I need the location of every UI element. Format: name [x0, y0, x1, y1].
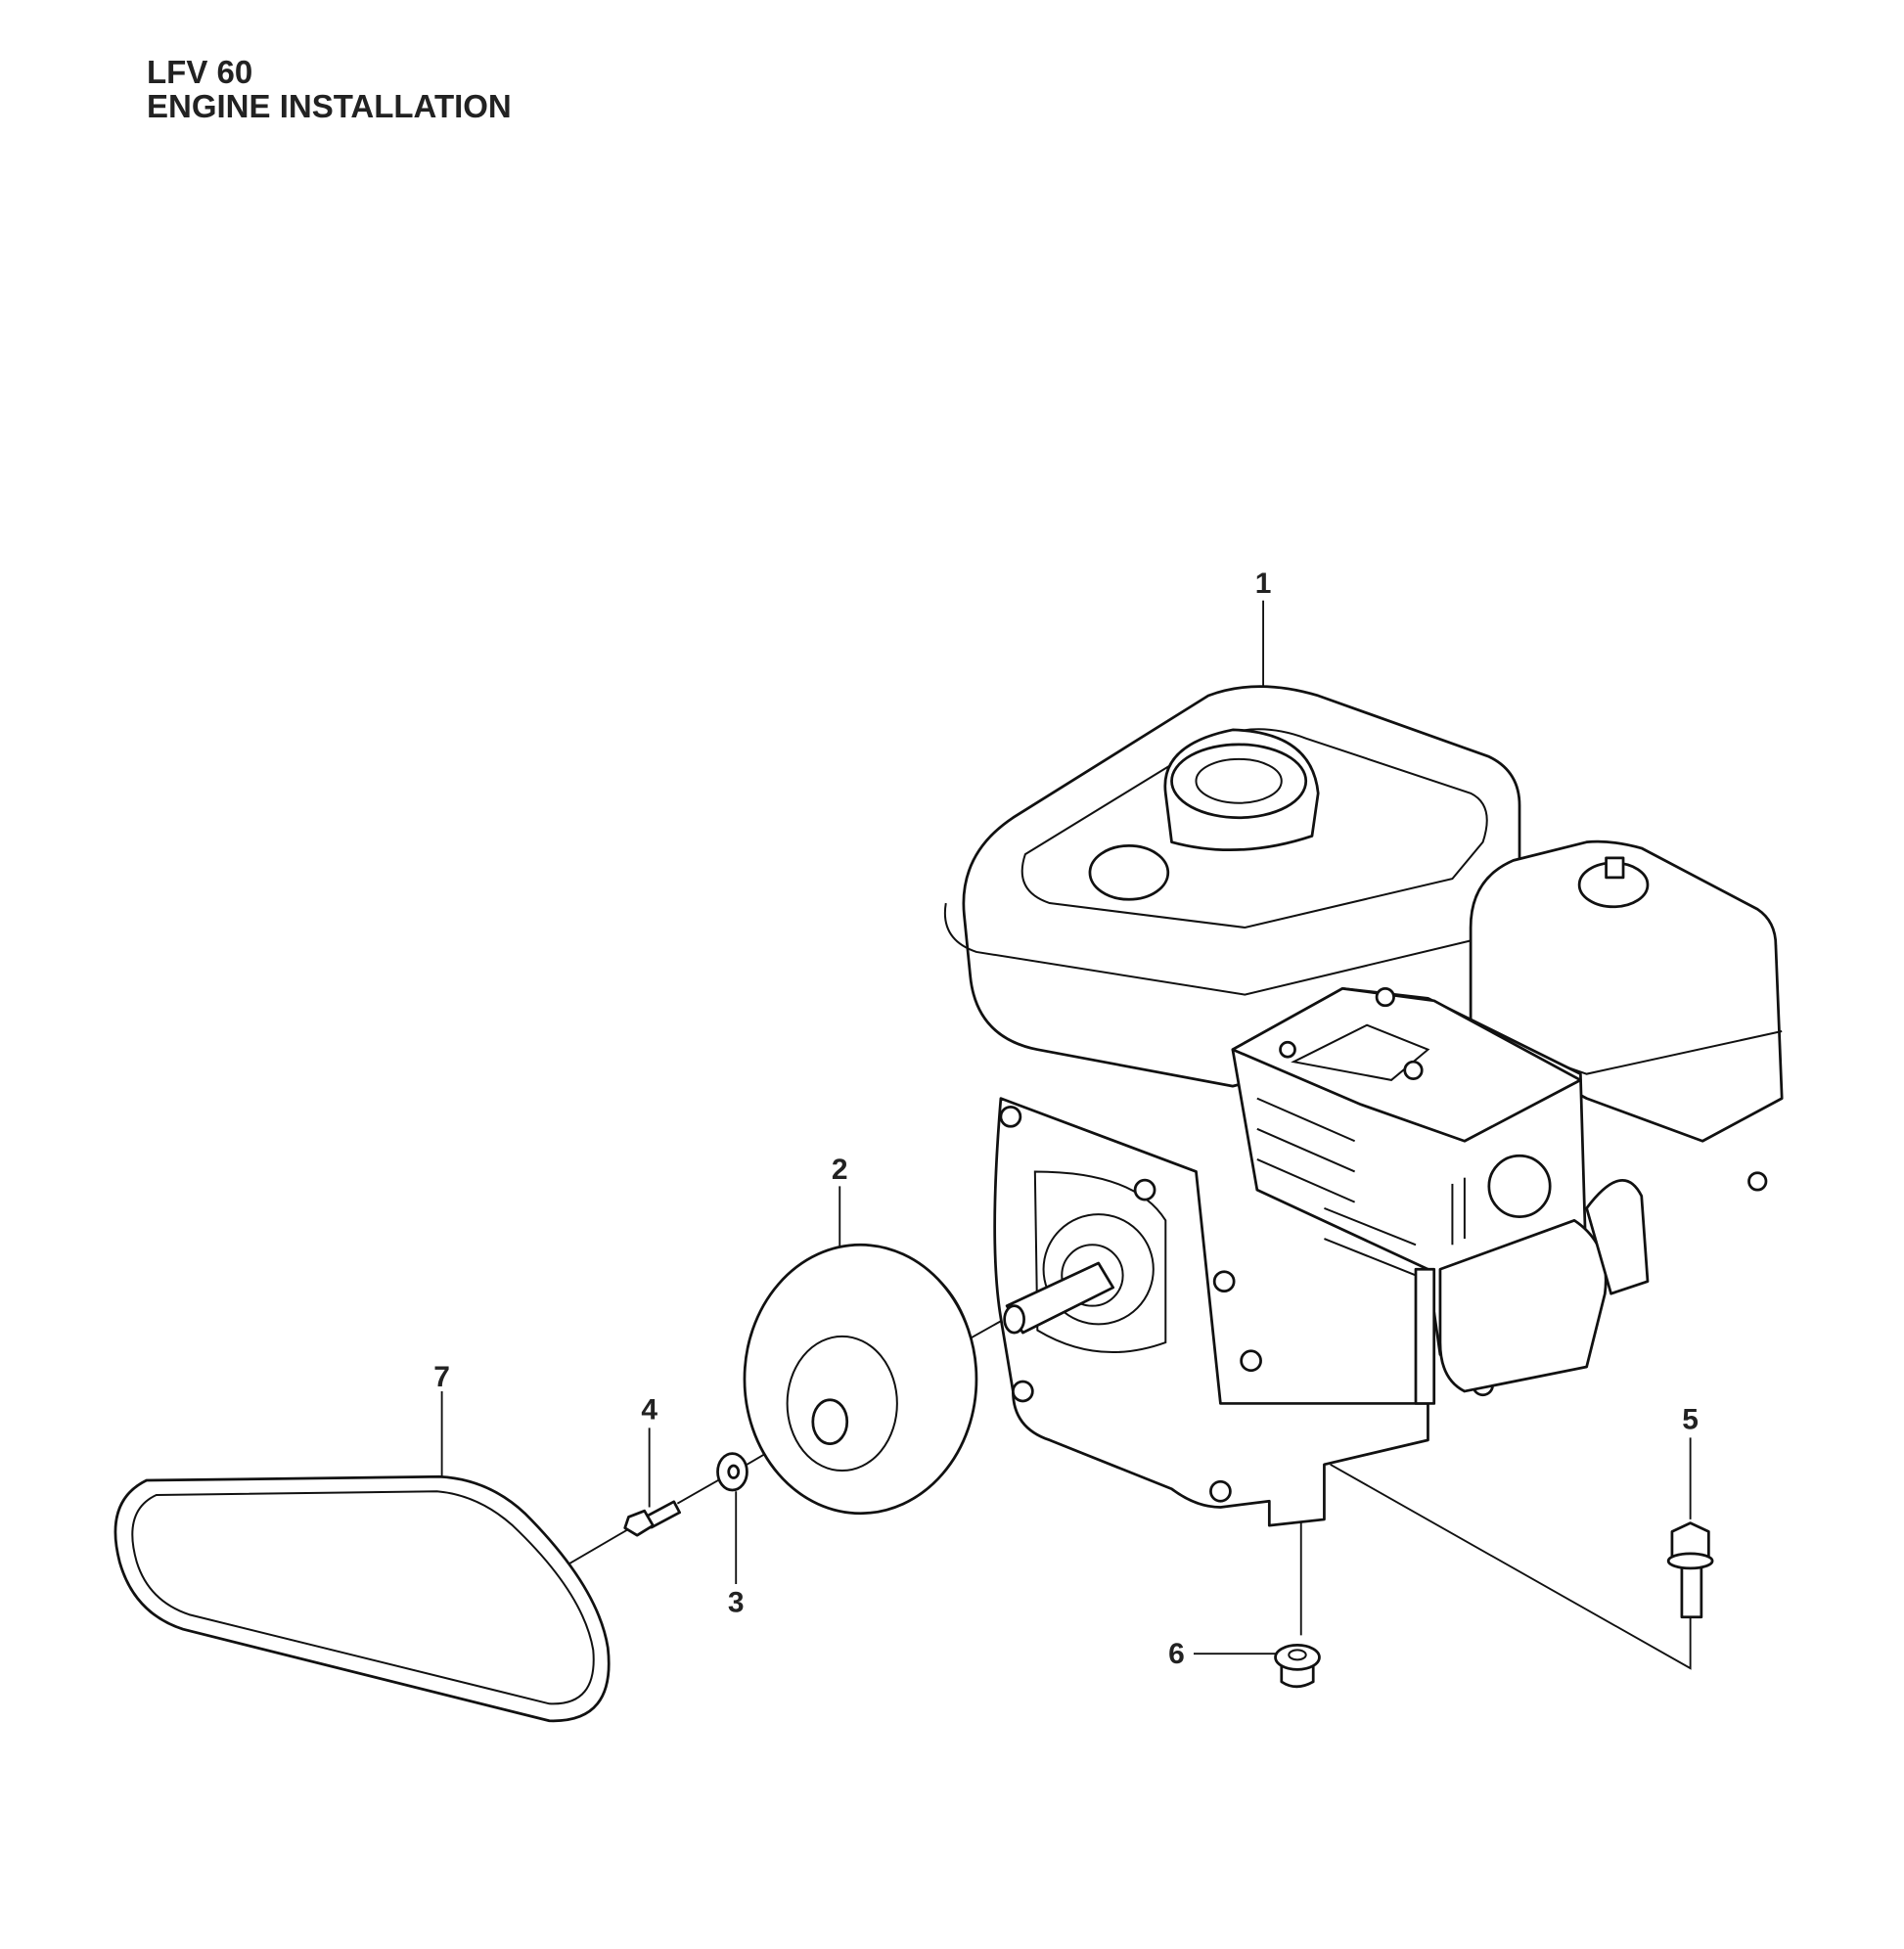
bolt-part-5 — [1666, 1521, 1714, 1619]
callout-6: 6 — [1168, 1638, 1185, 1670]
model-name: LFV 60 — [147, 54, 253, 90]
callout-5: 5 — [1682, 1404, 1699, 1436]
drain-plug-part-6 — [1274, 1644, 1321, 1689]
bolt-part-4 — [623, 1500, 681, 1537]
callout-4: 4 — [641, 1394, 657, 1427]
page-title: LFV 60 ENGINE INSTALLATION — [147, 55, 512, 123]
callout-3: 3 — [728, 1587, 745, 1619]
washer-part-3 — [716, 1452, 748, 1492]
pulley-part-2 — [743, 1243, 978, 1516]
callout-2: 2 — [832, 1154, 848, 1186]
callout-7: 7 — [433, 1361, 450, 1393]
engine-part-1 — [943, 685, 1784, 1527]
section-title: ENGINE INSTALLATION — [147, 88, 512, 124]
v-belt — [113, 1474, 611, 1723]
callout-1: 1 — [1255, 567, 1272, 600]
